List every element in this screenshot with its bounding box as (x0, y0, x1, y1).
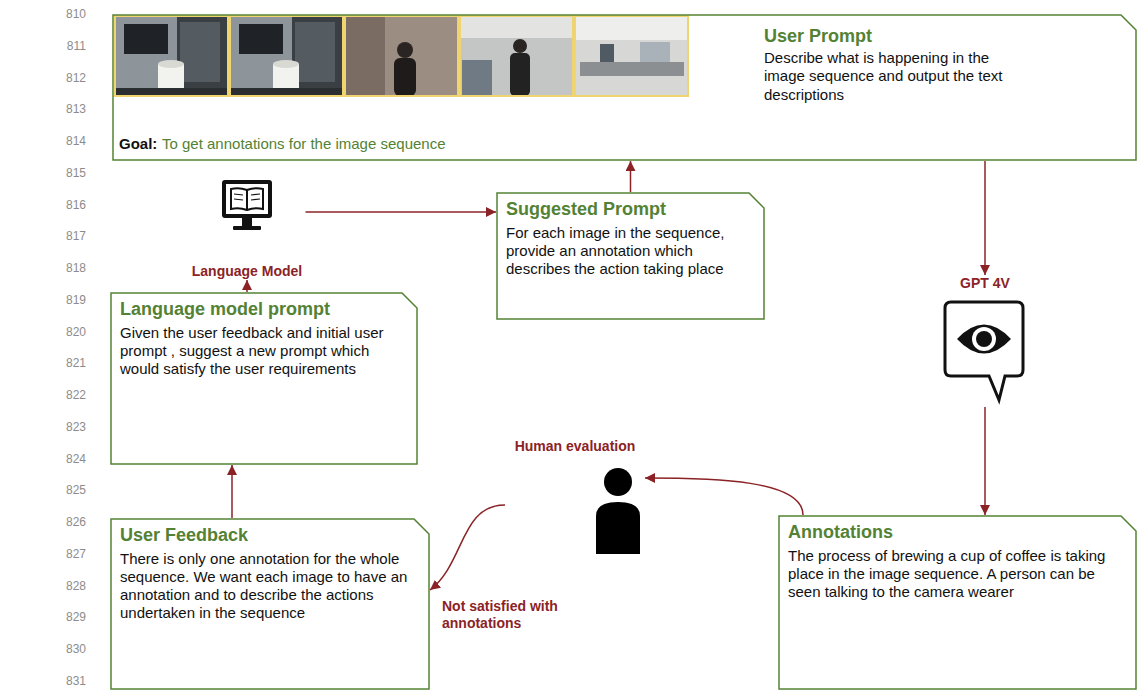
box-border (111, 519, 429, 689)
flow-arrow (630, 161, 632, 192)
box-title: Suggested Prompt (506, 199, 755, 221)
image-strip (115, 16, 688, 96)
box-border (111, 293, 417, 464)
box-body: Given the user feedback and initial user… (120, 324, 408, 379)
line-number: 813 (56, 102, 86, 116)
flow-arrow (645, 478, 803, 515)
line-number: 830 (56, 642, 86, 656)
line-number: 815 (56, 166, 86, 180)
process-box: Language model promptGiven the user feed… (110, 292, 418, 465)
node-label: Human evaluation (515, 438, 636, 455)
prompt-panel: User PromptDescribe what is happening in… (112, 14, 1137, 161)
flow-arrow (984, 407, 986, 515)
line-number: 822 (56, 388, 86, 402)
box-border (779, 516, 1136, 689)
line-number: 821 (56, 356, 86, 370)
line-number: 820 (56, 325, 86, 339)
goal-heading: Goal: (119, 135, 157, 153)
model-node: Language Model (189, 176, 306, 280)
node-label: Language Model (192, 263, 302, 280)
box-body: Describe what is happening in the image … (764, 49, 1026, 104)
line-number: 811 (56, 39, 86, 53)
line-number: 826 (56, 515, 86, 529)
process-box: Suggested PromptFor each image in the se… (496, 192, 765, 320)
node-label: GPT 4V (960, 275, 1010, 292)
line-number: 818 (56, 261, 86, 275)
frame-1 (115, 16, 228, 96)
process-box: AnnotationsThe process of brewing a cup … (778, 515, 1137, 690)
line-number: 812 (56, 71, 86, 85)
flow-arrow (306, 211, 497, 213)
line-number: 824 (56, 452, 86, 466)
line-number: 817 (56, 229, 86, 243)
line-number: 823 (56, 420, 86, 434)
line-number: 819 (56, 293, 86, 307)
monitor-book-icon (222, 180, 272, 230)
eye-speech-icon (945, 302, 1023, 400)
box-border (497, 193, 764, 319)
line-number: 831 (56, 674, 86, 688)
line-number: 825 (56, 483, 86, 497)
person-icon (596, 468, 640, 554)
edge-label: Not satisfied with annotations (440, 598, 576, 632)
frame-5 (575, 16, 688, 96)
flow-arrow (231, 465, 233, 518)
goal-text: To get annotations for the image sequenc… (162, 135, 446, 153)
box-title: User Feedback (120, 525, 420, 547)
process-box: User FeedbackThere is only one annotatio… (110, 518, 430, 690)
frame-4 (460, 16, 573, 96)
flow-arrow (246, 280, 248, 292)
line-number: 816 (56, 198, 86, 212)
box-body: The process of brewing a cup of coffee i… (788, 547, 1127, 602)
line-number: 814 (56, 134, 86, 148)
box-title: User Prompt (764, 26, 1064, 48)
line-number: 828 (56, 579, 86, 593)
frame-2 (230, 16, 343, 96)
box-title: Annotations (788, 522, 1127, 544)
model-node: GPT 4V (940, 275, 1030, 407)
flow-arrow (430, 505, 505, 590)
box-body: For each image in the sequence, provide … (506, 224, 755, 279)
box-title: Language model prompt (120, 299, 408, 321)
line-number: 829 (56, 610, 86, 624)
line-number: 810 (56, 7, 86, 21)
actor-node: Human evaluation (505, 438, 645, 558)
frame-3 (345, 16, 458, 96)
flow-arrow (984, 161, 986, 275)
box-border (113, 15, 1136, 160)
box-body: There is only one annotation for the who… (120, 550, 420, 623)
line-number: 827 (56, 547, 86, 561)
